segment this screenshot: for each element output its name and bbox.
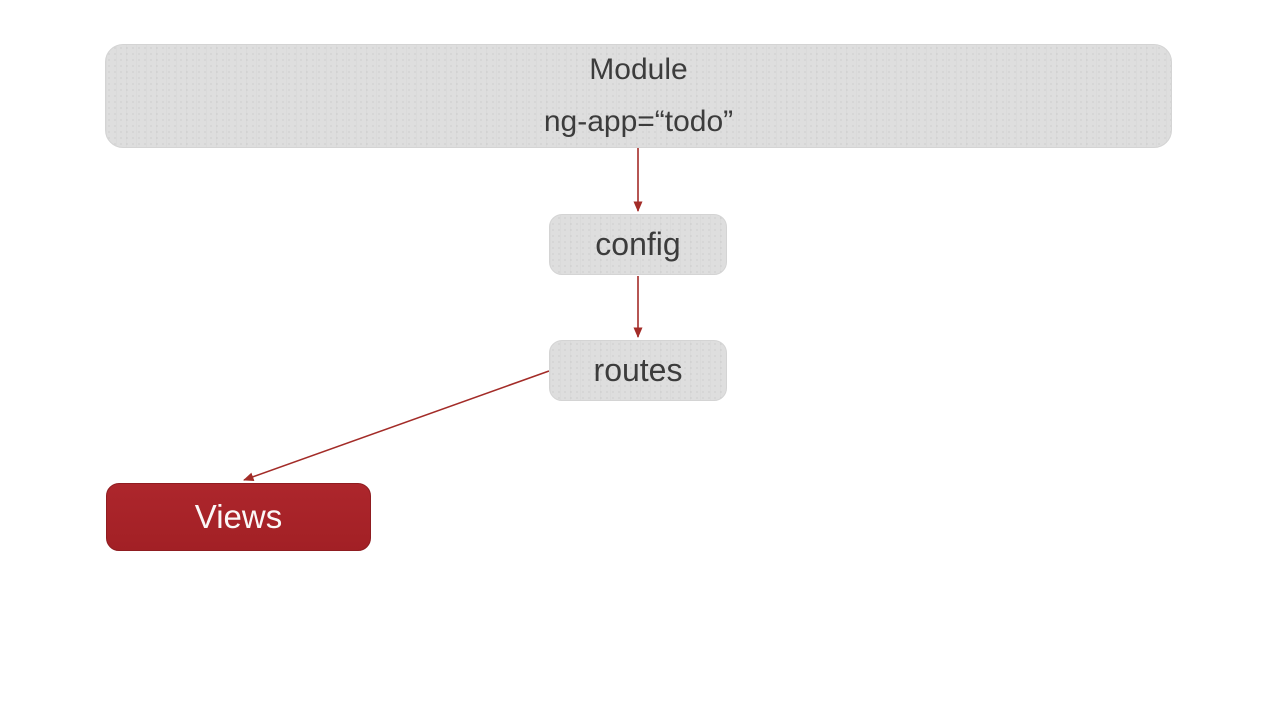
node-module: Module ng-app=“todo” <box>105 44 1172 148</box>
views-label: Views <box>194 498 283 535</box>
node-config: config <box>549 214 727 275</box>
arrow-routes-to-views <box>243 370 550 482</box>
node-routes: routes <box>549 340 727 401</box>
node-views: Views <box>106 483 371 551</box>
routes-label: routes <box>593 352 683 388</box>
module-subtitle: ng-app=“todo” <box>543 105 734 138</box>
module-title: Module <box>589 53 688 86</box>
config-label: config <box>595 226 681 262</box>
